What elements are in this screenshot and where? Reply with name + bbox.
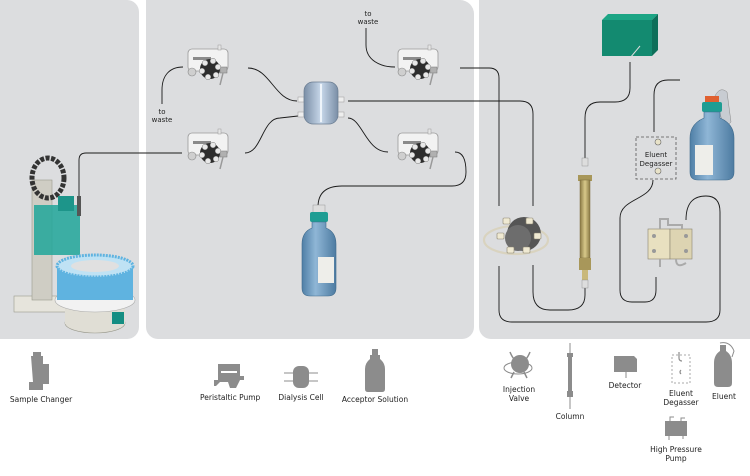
legend-label-line2: Degasser [663, 398, 699, 407]
flow-lines [78, 28, 721, 323]
legend-acceptor-solution: Acceptor Solution [340, 348, 410, 404]
line-cell-to-pump-upper [247, 67, 298, 102]
line-pump-to-waste-left [161, 66, 184, 104]
line-cell-to-valve [348, 100, 534, 206]
legend-label-line2: Valve [508, 394, 530, 403]
line-hp-pump-to-valve [498, 195, 721, 323]
injection-valve [482, 217, 550, 256]
line-column-to-detector [584, 62, 631, 165]
acceptor-solution-bottle [301, 204, 337, 297]
legend-label: Eluent [712, 392, 736, 401]
legend-label: Dialysis Cell [278, 393, 324, 402]
line-pump-to-cell-right [347, 117, 389, 153]
dialysis-cell [297, 81, 345, 125]
line-acceptor-to-pump [317, 151, 467, 208]
legend-column: Column [550, 343, 590, 421]
legend-dialysis-cell: Dialysis Cell [276, 365, 326, 402]
eluent-bottle [689, 89, 735, 181]
line-valve-to-column [532, 265, 586, 311]
peristaltic-pump-lower-left [187, 128, 229, 170]
legend-label: Acceptor Solution [341, 395, 409, 404]
legend-peristaltic-pump: Peristaltic Pump [200, 360, 260, 402]
legend-label: Column [555, 412, 585, 421]
line-degasser-to-hp-pump [619, 179, 657, 303]
sample-changer-icon [29, 352, 49, 390]
legend-sample-changer: Sample Changer [6, 348, 76, 404]
line-pump-to-cell-lower [244, 115, 299, 154]
line-pump-to-waste-top [365, 28, 396, 68]
degasser-label-line1: Eluent [645, 151, 668, 159]
column-icon [567, 343, 573, 409]
legend-high-pressure-pump: High Pressure Pump [646, 416, 706, 463]
high-pressure-pump-icon [665, 416, 687, 440]
waste-label-top-line1: to [364, 10, 371, 18]
peristaltic-pump-upper-right [397, 44, 439, 86]
dialysis-cell-icon [284, 366, 318, 388]
legend-label-line1: High Pressure [650, 445, 702, 454]
sample-changer [13, 155, 136, 334]
legend-label: Peristaltic Pump [200, 393, 261, 402]
detector [602, 14, 658, 59]
injection-valve-icon [503, 351, 533, 379]
eluent-degasser: Eluent Degasser [635, 136, 677, 180]
line-eluent-to-degasser [653, 79, 680, 132]
eluent-degasser-icon [671, 352, 691, 384]
waste-label-left-line2: waste [152, 116, 173, 124]
legend-label: Detector [608, 381, 642, 390]
peristaltic-pump-icon [214, 364, 244, 388]
peristaltic-pump-upper-left [187, 44, 229, 86]
legend-label-line1: Injection [502, 385, 536, 394]
legend-detector: Detector [600, 354, 650, 390]
acceptor-solution-icon [365, 349, 385, 392]
legend-label: Sample Changer [9, 395, 73, 404]
detector-icon [614, 356, 637, 378]
legend-injection-valve: Injection Valve [494, 346, 544, 403]
waste-label-left-line1: to [158, 108, 165, 116]
eluent-icon [714, 342, 735, 387]
peristaltic-pump-lower-right [397, 128, 439, 170]
column [578, 157, 592, 289]
line-valve-to-pump-upper-right [460, 67, 500, 206]
degasser-label-line2: Degasser [640, 160, 673, 168]
legend-label-line2: Pump [665, 454, 687, 463]
high-pressure-pump [647, 218, 693, 267]
legend-eluent: Eluent [708, 341, 740, 401]
legend-label-line1: Eluent [669, 389, 693, 398]
legend-eluent-degasser: Eluent Degasser [656, 352, 706, 407]
waste-label-top-line2: waste [358, 18, 379, 26]
line-sample-to-pump [78, 152, 182, 196]
